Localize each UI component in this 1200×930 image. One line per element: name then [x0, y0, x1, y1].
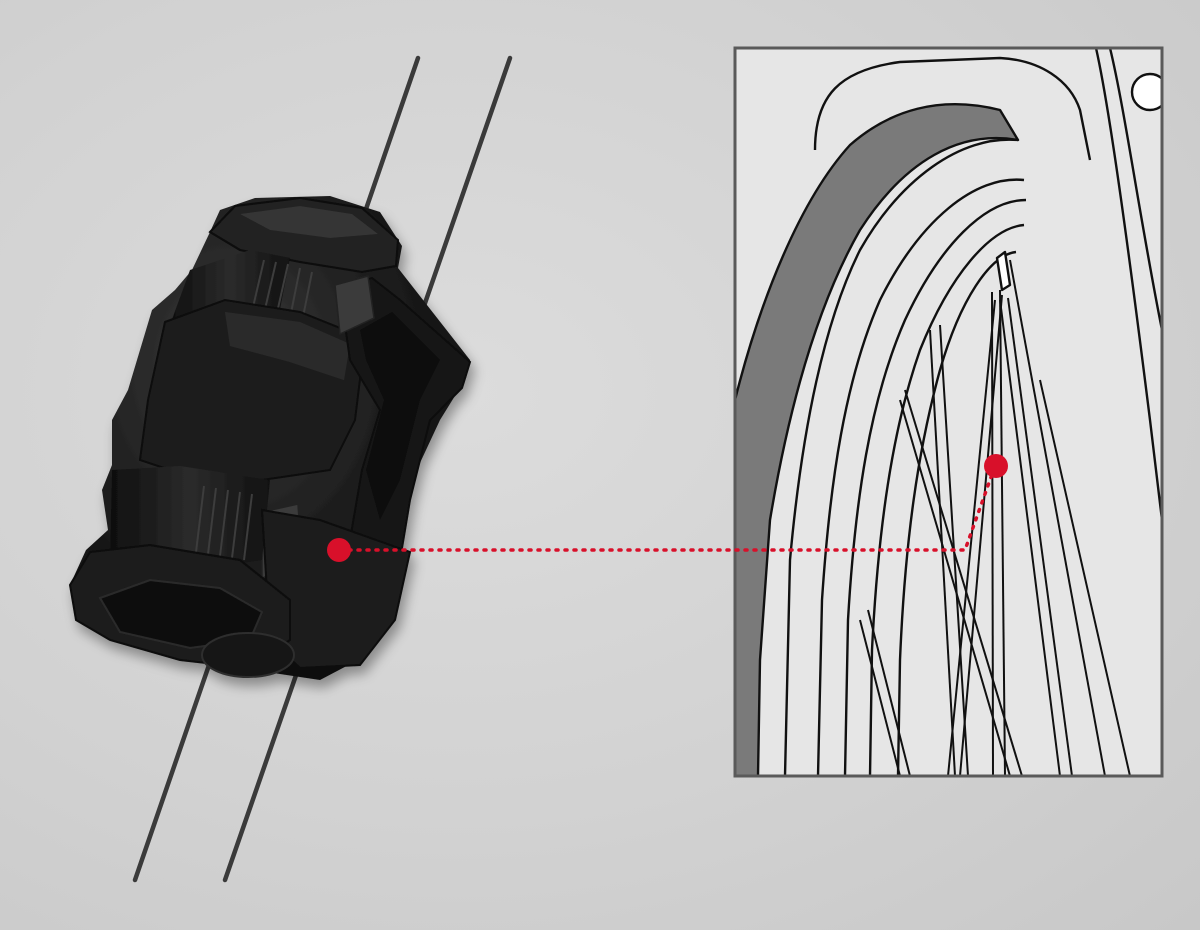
inset-frame [733, 46, 1164, 778]
rim-line-4 [868, 223, 1025, 776]
magnet-bracket-slot [360, 312, 440, 520]
rim-outer [783, 138, 1019, 776]
wheel-rim-detail [733, 46, 1164, 778]
fork-leg [1094, 48, 1162, 521]
magnet-tab-upper [334, 275, 375, 336]
red-dot-marker-magnet [327, 538, 351, 562]
tire-band [735, 103, 1020, 776]
magnet-top-cap-highlight [240, 206, 378, 238]
magnet-bottom-cap-ring [98, 578, 264, 650]
magnet-ribs-lower [195, 485, 253, 561]
rim-line-3 [843, 198, 1027, 776]
rim-line-2 [816, 178, 1025, 776]
magnet-screw-boss [201, 632, 295, 678]
inset-spokes [859, 259, 1131, 776]
axle-hole [1130, 72, 1162, 112]
spoke-nipple [995, 250, 1012, 292]
fork-leg-inner [1108, 48, 1162, 331]
red-dot-marker-spoke [984, 454, 1008, 478]
spoke-magnet [68, 196, 472, 680]
dotted-leader-line [338, 464, 997, 552]
magnet-center-highlight [225, 312, 350, 380]
